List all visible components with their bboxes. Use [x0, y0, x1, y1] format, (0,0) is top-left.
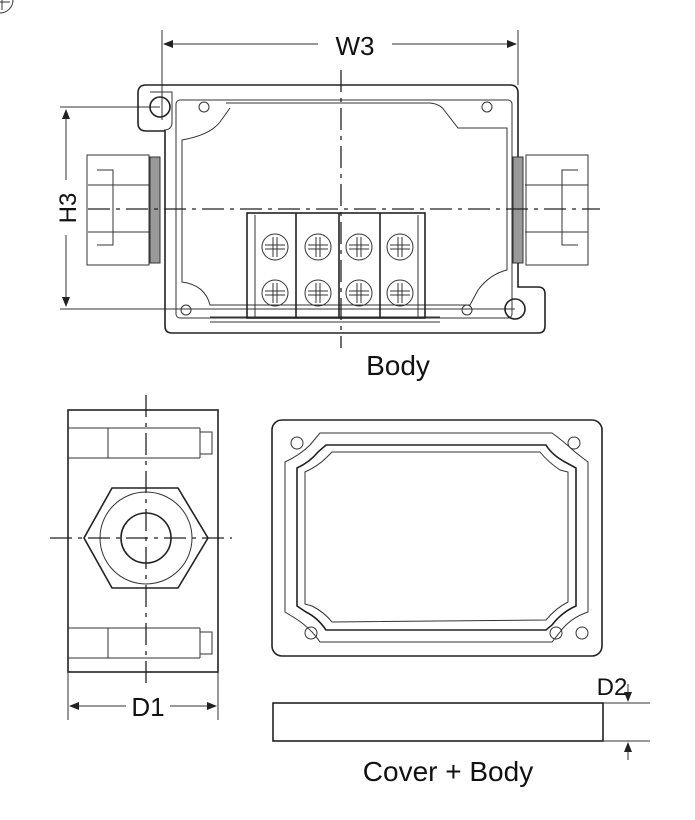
d2-label: D2 [597, 674, 628, 701]
h3-dimension [60, 106, 515, 310]
d1-label: D1 [131, 692, 164, 722]
cover-top-view [271, 419, 650, 760]
body-side-view [50, 395, 232, 720]
w3-label: W3 [336, 31, 375, 61]
body-caption: Body [366, 350, 430, 381]
w3-dimension [161, 30, 519, 120]
body-top-view [0, 0, 600, 348]
h3-label: H3 [55, 193, 82, 224]
cover-body-caption: Cover + Body [363, 756, 533, 787]
